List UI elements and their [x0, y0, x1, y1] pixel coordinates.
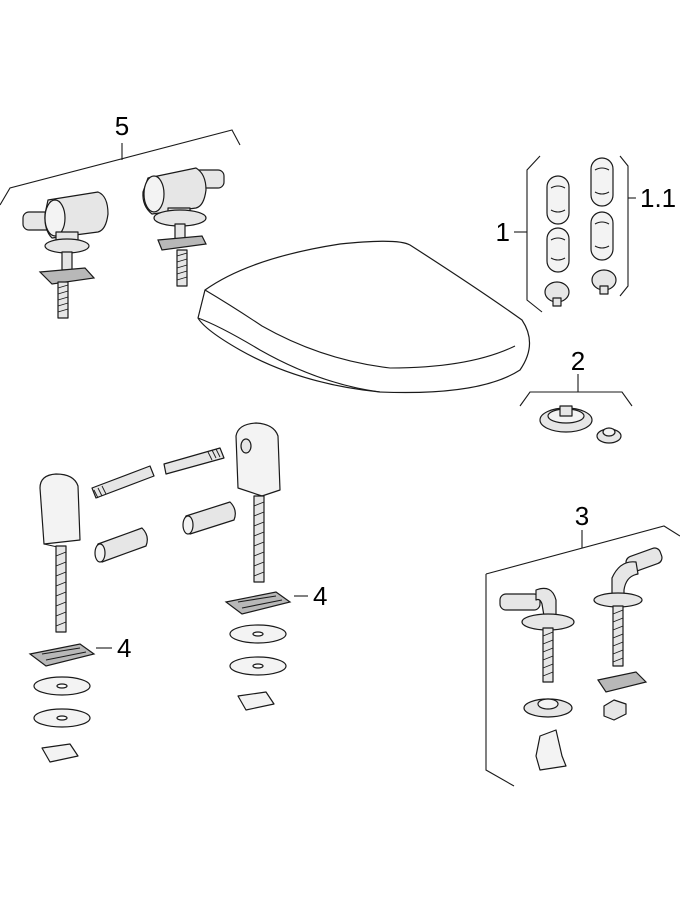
cover-cap-left — [39, 473, 81, 545]
buffer-pad — [590, 211, 614, 261]
square-nut — [41, 743, 79, 763]
fixing-plate-group — [519, 374, 633, 444]
callout-3: 3 — [575, 501, 589, 531]
mount-right — [235, 422, 281, 583]
angled-bolt-right — [593, 547, 663, 667]
callout-4-right: 4 — [313, 581, 327, 611]
cover-cap-right — [235, 422, 281, 497]
buffer-pad — [590, 157, 614, 207]
bracket-5 — [0, 129, 241, 206]
pin-1 — [91, 465, 155, 499]
callout-5: 5 — [115, 111, 129, 141]
stack-right — [224, 591, 292, 711]
hinge-right — [142, 167, 225, 287]
stack-left — [28, 643, 96, 763]
fixing-set-group — [485, 525, 680, 787]
buffer-pad — [546, 227, 570, 273]
hinge-set-group — [0, 129, 241, 319]
buffer-knob — [544, 281, 570, 307]
expansion-anchor — [535, 729, 567, 771]
bracket-3 — [485, 525, 680, 787]
hinge-pins — [91, 447, 236, 563]
pin-2 — [163, 447, 225, 475]
bracket-2 — [519, 391, 633, 407]
square-nut — [237, 691, 275, 711]
callout-1-1: 1.1 — [640, 183, 676, 213]
threaded-rod-right — [253, 495, 265, 583]
angled-bolt-left — [499, 587, 575, 683]
mount-left — [39, 473, 81, 633]
slide-plate — [28, 643, 96, 667]
callout-4-left: 4 — [117, 633, 131, 663]
buffer-set-group — [514, 155, 636, 313]
threaded-rod-left — [55, 545, 67, 633]
hinge-left — [22, 191, 109, 319]
callout-2: 2 — [571, 346, 585, 376]
slide-plate — [224, 591, 292, 615]
buffer-pad — [546, 175, 570, 225]
clamp-plate — [597, 671, 648, 693]
bracket-1-1 — [619, 155, 629, 297]
toilet-seat-lid — [197, 240, 531, 394]
callout-1: 1 — [496, 217, 510, 247]
nut — [603, 699, 627, 721]
buffer-knob — [591, 269, 617, 295]
bracket-1 — [526, 155, 543, 313]
